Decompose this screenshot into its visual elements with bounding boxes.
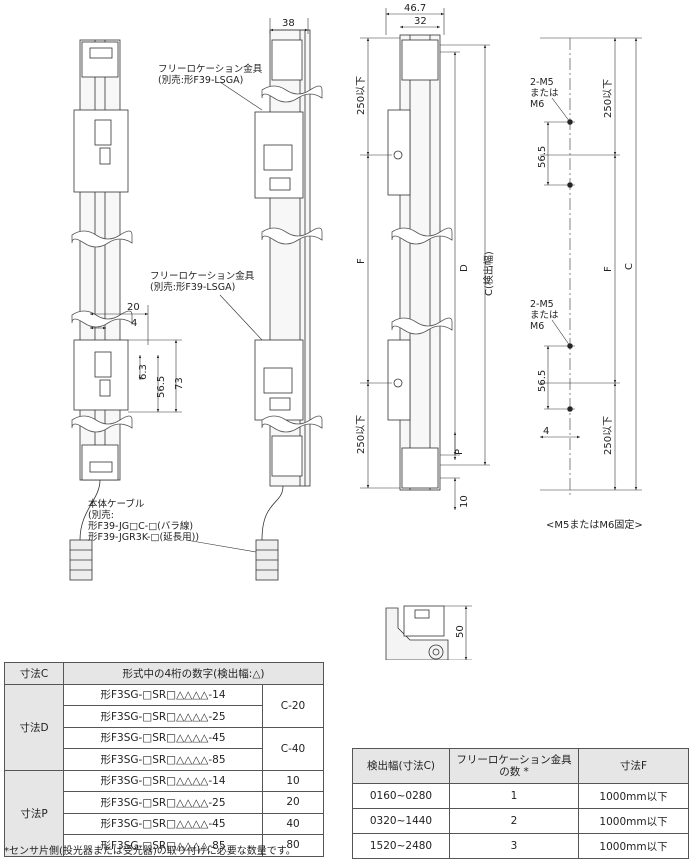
front-view-1 xyxy=(69,39,129,581)
annot-bracket-top-line1: フリーロケーション金具 xyxy=(158,63,263,75)
dimension-table-DP: 寸法C 形式中の4桁の数字(検出幅:△) 寸法D 形F3SG-□SR□△△△△-… xyxy=(4,662,324,857)
end-view xyxy=(385,605,449,660)
dim-10: 10 xyxy=(459,495,470,508)
dim-56-5-right-bottom: 56.5 xyxy=(537,370,548,392)
dim-32: 32 xyxy=(414,16,427,27)
dim-F-right: F xyxy=(603,266,614,272)
t1-value: 20 xyxy=(262,791,324,814)
t1-label-D: 寸法D xyxy=(4,683,64,771)
dim-56-5-left: 56.5 xyxy=(156,376,167,398)
dim-C-right: C xyxy=(624,263,635,270)
t2-count: 2 xyxy=(449,808,579,834)
t2-f: 1000mm以下 xyxy=(578,833,689,859)
text-line: (別売:形F39-LSGA) xyxy=(150,281,235,293)
t1-value: C-40 xyxy=(262,726,324,771)
dim-20: 20 xyxy=(127,302,140,313)
dim-C-detect: C(検出幅) xyxy=(482,251,495,296)
annot-cable: 本体ケーブル (別売:形F39-JG□C-□(バラ線)形F39-JGR3K-□(… xyxy=(88,498,199,543)
annot-bracket-mid: フリーロケーション金具 (別売:形F39-LSGA) xyxy=(150,270,257,293)
front-view-2 xyxy=(387,34,441,491)
dim-250-right-bottom: 250以下 xyxy=(603,416,614,455)
t2-width: 1520~2480 xyxy=(352,833,450,859)
t1-model: 形F3SG-□SR□△△△△-45 xyxy=(63,726,263,749)
text-line: または xyxy=(530,310,559,321)
bracket-count-table: 検出幅(寸法C) フリーロケーション金具 の数 * 寸法F 0160~0280 … xyxy=(352,748,689,859)
t2-head-col3: 寸法F xyxy=(578,748,689,784)
dim-D: D xyxy=(459,264,470,272)
t2-count: 1 xyxy=(449,783,579,809)
t2-f: 1000mm以下 xyxy=(578,783,689,809)
t1-model: 形F3SG-□SR□△△△△-45 xyxy=(63,812,263,835)
t2-head-col2: フリーロケーション金具 の数 * xyxy=(449,748,579,784)
t1-value: 40 xyxy=(262,812,324,835)
caption-mount: <M5またはM6固定> xyxy=(546,518,643,531)
t2-width: 0160~0280 xyxy=(352,783,450,809)
text-line: M6 xyxy=(530,99,544,110)
annot-bracket-top-line1-line: (別売:形F39-LSGA) xyxy=(158,74,243,86)
t1-model: 形F3SG-□SR□△△△△-25 xyxy=(63,705,263,728)
dim-250-bottom: 250以下 xyxy=(356,415,367,454)
dim-4-left: 4 xyxy=(131,318,137,329)
dim-46-7: 46.7 xyxy=(404,3,426,14)
dim-250-right-top: 250以下 xyxy=(603,79,614,118)
text-line: (別売: xyxy=(88,509,114,521)
text-line: M6 xyxy=(530,321,544,332)
t1-value: C-20 xyxy=(262,683,324,728)
dim-50: 50 xyxy=(455,625,466,638)
t1-model: 形F3SG-□SR□△△△△-25 xyxy=(63,791,263,814)
text-line: または xyxy=(530,88,559,99)
dim-P: P xyxy=(454,449,465,455)
t1-model: 形F3SG-□SR□△△△△-14 xyxy=(63,769,263,792)
side-view xyxy=(254,29,311,581)
dim-38: 38 xyxy=(282,18,295,29)
dim-6-3: 6.3 xyxy=(138,364,149,380)
footnote: *センサ片側(投光器または受光器)の取り付けに必要な数量です。 xyxy=(4,846,296,857)
t1-value: 80 xyxy=(262,834,324,857)
dim-56-5-right-top: 56.5 xyxy=(537,146,548,168)
t1-model: 形F3SG-□SR□△△△△-14 xyxy=(63,683,263,706)
dimension-drawing: 20 4 6.3 56.5 73 38 フリーロケーション金具 (別売:形F xyxy=(69,3,643,660)
t1-head-col1: 寸法C xyxy=(4,662,64,685)
annot-bracket-top: フリーロケーション金具 (別売:形F39-LSGA) xyxy=(158,63,265,86)
dim-73: 73 xyxy=(174,377,185,390)
t2-width: 0320~1440 xyxy=(352,808,450,834)
t2-count: 3 xyxy=(449,833,579,859)
text-line: 形F39-JG□C-□(バラ線) xyxy=(88,520,193,532)
t1-model: 形F3SG-□SR□△△△△-85 xyxy=(63,748,263,771)
dim-4-right: 4 xyxy=(543,426,549,437)
dim-F: F xyxy=(356,258,367,264)
t1-value: 10 xyxy=(262,769,324,792)
t1-head-col2: 形式中の4桁の数字(検出幅:△) xyxy=(63,662,324,685)
mount-view xyxy=(540,37,642,495)
t2-f: 1000mm以下 xyxy=(578,808,689,834)
t2-head-col1: 検出幅(寸法C) xyxy=(352,748,450,784)
dim-250-top: 250以下 xyxy=(356,76,367,115)
text-line: 形F39-JGR3K-□(延長用)) xyxy=(88,531,199,543)
